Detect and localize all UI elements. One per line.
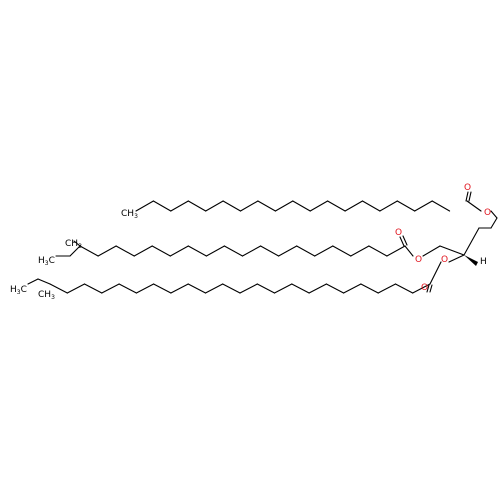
chain3-bond [170, 283, 189, 294]
glycerol-o-ch2-sn1 [490, 210, 498, 219]
chain2-bond [241, 245, 262, 257]
chain2-c=o-b [402, 235, 408, 246]
bond-layer [27, 191, 498, 294]
chain3-bond [83, 283, 103, 294]
atom-ch3-chain3-branch: CH3 [38, 290, 55, 301]
chain3-bond [49, 283, 68, 294]
stereo-wedge-bond [464, 255, 478, 266]
chain3-bond [325, 283, 345, 294]
atom-ch3-chain1: CH3 [121, 209, 138, 220]
atom-o-ester-sn3: O [415, 255, 422, 265]
chain3-bond [291, 283, 310, 294]
chain2-bond [79, 245, 99, 257]
glycerol-o-ch-sn2 [448, 254, 465, 263]
chain3-bond [308, 283, 327, 294]
chain2-c=o-a [399, 236, 405, 247]
atom-o-carbonyl-sn3: O [395, 228, 402, 238]
atom-o-ester-sn2: O [441, 255, 448, 265]
atom-h-stereocenter: H [480, 257, 487, 267]
chain3-ethyl-a [37, 278, 51, 285]
glycerol-ch2-sn1 [490, 217, 498, 229]
chain2-bond [97, 245, 117, 257]
chain3-bond [66, 283, 86, 294]
chain2-bond [368, 245, 388, 257]
chain1-bond [187, 200, 207, 212]
chain1-bond [396, 200, 416, 212]
chain1-bond [431, 200, 451, 212]
chain3-bond [360, 283, 379, 294]
atom-o-ester-sn1: O [484, 208, 491, 218]
chain3-bond [394, 283, 414, 294]
chain2-bond [350, 245, 370, 257]
chain2-bond [314, 245, 334, 257]
chain3-c=o-a [426, 284, 430, 293]
atom-h3c-chain3: H3C [10, 285, 27, 296]
chain2-bond [223, 245, 244, 257]
atom-ch3-chain2-branch: CH3 [65, 239, 82, 250]
glycerol-backbone-a [463, 227, 480, 256]
chain3-bond [135, 283, 155, 294]
chain3-bond [239, 283, 258, 294]
chain1-bond [257, 200, 276, 212]
chain1-bond [205, 200, 224, 212]
atom-h3c-chain2: H3C [38, 256, 55, 267]
chain2-branch-ch3 [73, 240, 81, 247]
chain3-c=o-b [429, 284, 433, 293]
chain2-c-o-ester [404, 245, 414, 257]
chain1-c-o-ester [466, 200, 482, 212]
chain1-bond [135, 200, 154, 212]
atom-label-layer: CH3 CH3 H3C H3C CH3 O O O O O O H [10, 183, 491, 301]
chain3-bond [377, 283, 397, 294]
chain3-bond [118, 283, 137, 294]
chain1-bond [344, 200, 364, 212]
chain2-bond [332, 245, 352, 257]
chain1-bond [414, 200, 433, 212]
chain3-bond [222, 283, 241, 294]
chain1-bond [327, 200, 346, 212]
chain2-bond [260, 245, 280, 257]
chain3-c-o-ester [429, 261, 442, 285]
chain1-bond [274, 200, 294, 212]
chain1-bond [222, 200, 242, 212]
chain3-ethyl-b [27, 278, 39, 285]
atom-o-carbonyl-sn1: O [464, 183, 471, 193]
chain1-c=o-a [465, 191, 469, 202]
chain1-bond [361, 200, 381, 212]
chain2-bond [151, 245, 171, 257]
chain3-bond [204, 283, 224, 294]
chain3-bond [256, 283, 276, 294]
chain1-bond [309, 200, 329, 212]
chain3-bond [101, 283, 120, 294]
chain2-bond [169, 245, 189, 257]
chain3-bond [187, 283, 207, 294]
chain2-bond [205, 245, 225, 257]
chain3-bond [153, 283, 172, 294]
chain1-bond [239, 200, 259, 212]
chain1-bond [292, 200, 311, 212]
chain3-bond [343, 283, 362, 294]
chain2-bond [386, 245, 406, 257]
chain2-ethyl-a [69, 245, 81, 257]
chain3-bond [412, 283, 431, 294]
chain2-bond [133, 245, 153, 257]
chain1-c=o-b [468, 191, 472, 202]
chain2-bond [296, 245, 316, 257]
glycerol-ch2-sn3 [439, 245, 465, 256]
chain2-bond [278, 245, 298, 257]
atom-o-carbonyl-sn2: O [421, 283, 428, 293]
glycerol-o-ch2-sn3 [422, 245, 441, 257]
chain3-bond [273, 283, 293, 294]
chain2-bond [187, 245, 207, 257]
chain2-bond [115, 245, 135, 257]
chain1-bond [379, 200, 398, 212]
chain1-bond [170, 200, 189, 212]
chain1-bond [152, 200, 172, 212]
